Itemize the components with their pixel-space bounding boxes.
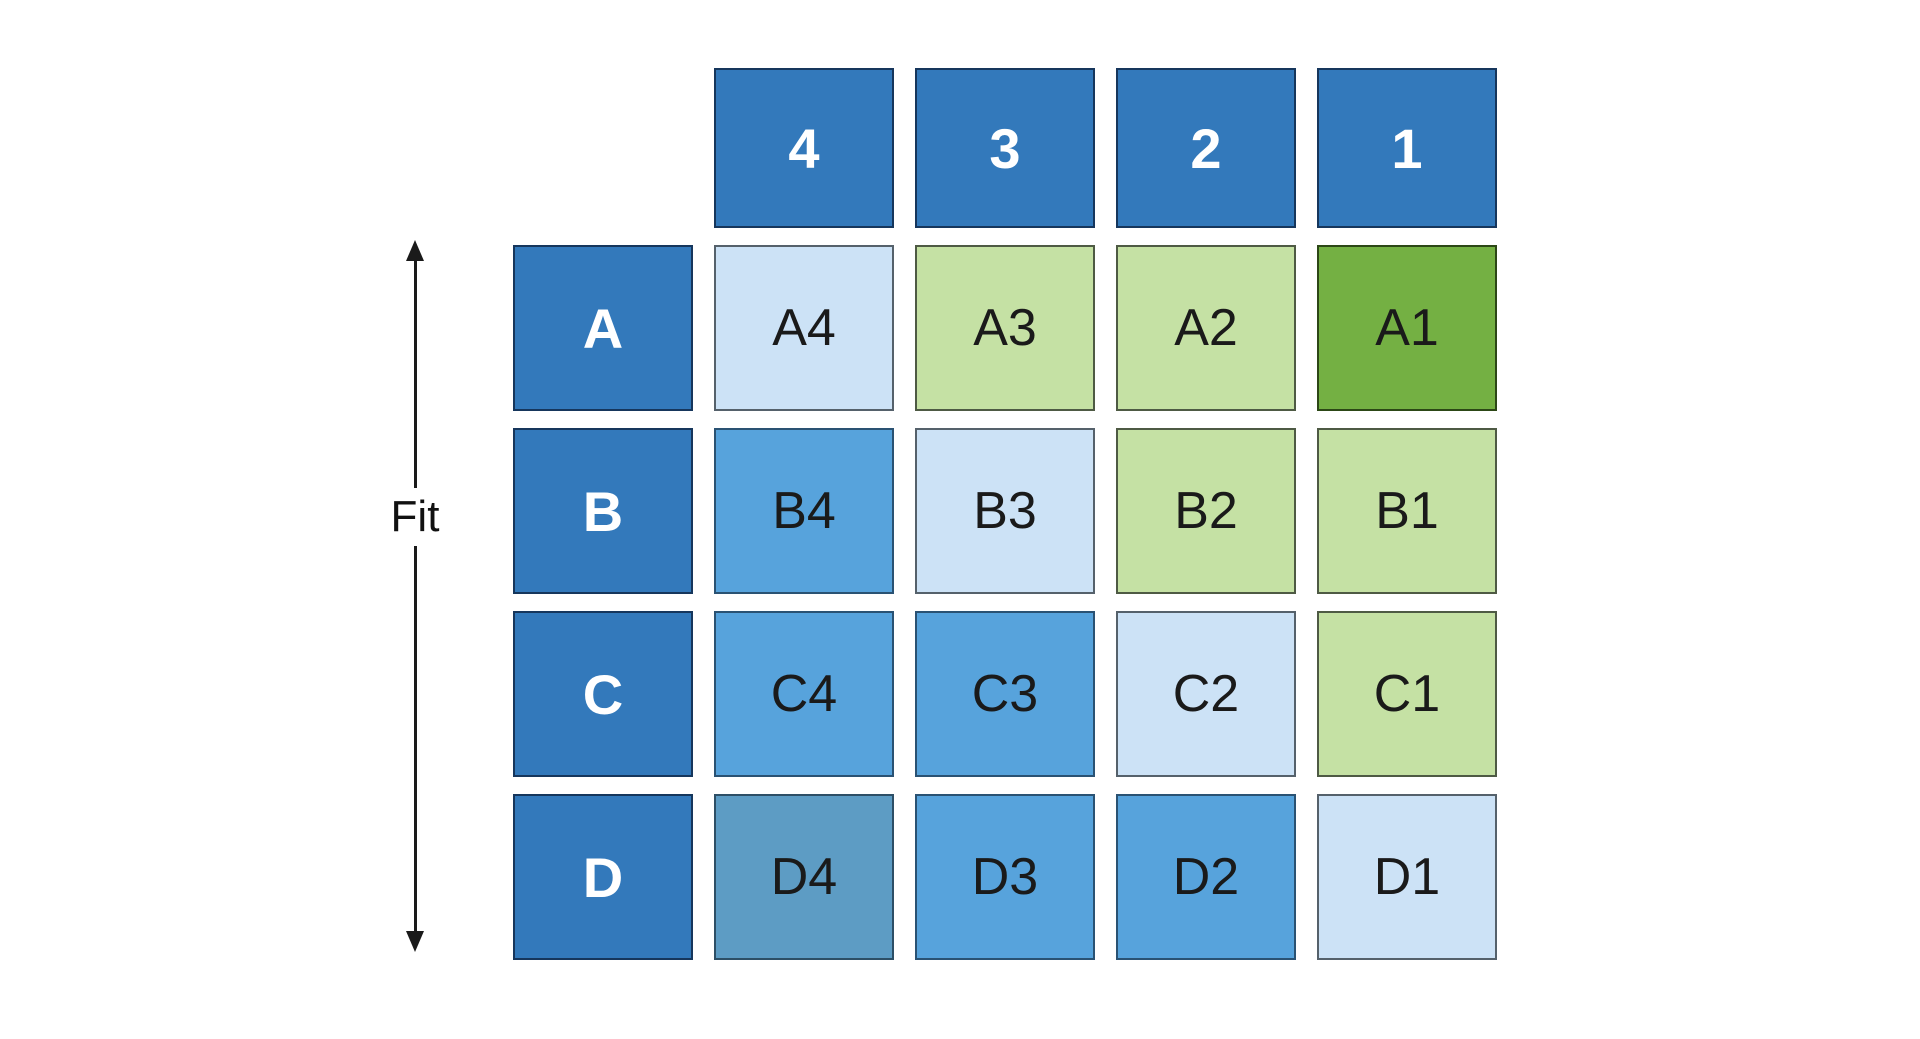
matrix-cell-d1: D1 <box>1317 794 1497 960</box>
arrow-up-icon <box>406 240 424 261</box>
row-header-D: D <box>513 794 693 960</box>
grid-corner-spacer <box>513 68 693 228</box>
matrix-cell-c2: C2 <box>1116 611 1296 777</box>
matrix-cell-d2: D2 <box>1116 794 1296 960</box>
fit-axis-line-lower <box>413 546 417 936</box>
fit-axis-label: Fit <box>390 492 440 541</box>
arrow-down-icon <box>406 931 424 952</box>
matrix-cell-b2: B2 <box>1116 428 1296 594</box>
matrix-cell-c4: C4 <box>714 611 894 777</box>
matrix-cell-b1: B1 <box>1317 428 1497 594</box>
matrix-cell-c3: C3 <box>915 611 1095 777</box>
matrix-cell-a3: A3 <box>915 245 1095 411</box>
column-header-1: 1 <box>1317 68 1497 228</box>
row-header-C: C <box>513 611 693 777</box>
matrix-cell-a1: A1 <box>1317 245 1497 411</box>
row-header-B: B <box>513 428 693 594</box>
matrix-cell-c1: C1 <box>1317 611 1497 777</box>
matrix-cell-a4: A4 <box>714 245 894 411</box>
column-header-4: 4 <box>714 68 894 228</box>
fit-axis: Fit <box>391 240 439 952</box>
matrix-cell-d3: D3 <box>915 794 1095 960</box>
matrix-cell-d4: D4 <box>714 794 894 960</box>
column-header-2: 2 <box>1116 68 1296 228</box>
row-header-A: A <box>513 245 693 411</box>
matrix-cell-a2: A2 <box>1116 245 1296 411</box>
fit-axis-line-upper <box>413 259 417 488</box>
matrix-cell-b4: B4 <box>714 428 894 594</box>
column-header-3: 3 <box>915 68 1095 228</box>
matrix-cell-b3: B3 <box>915 428 1095 594</box>
